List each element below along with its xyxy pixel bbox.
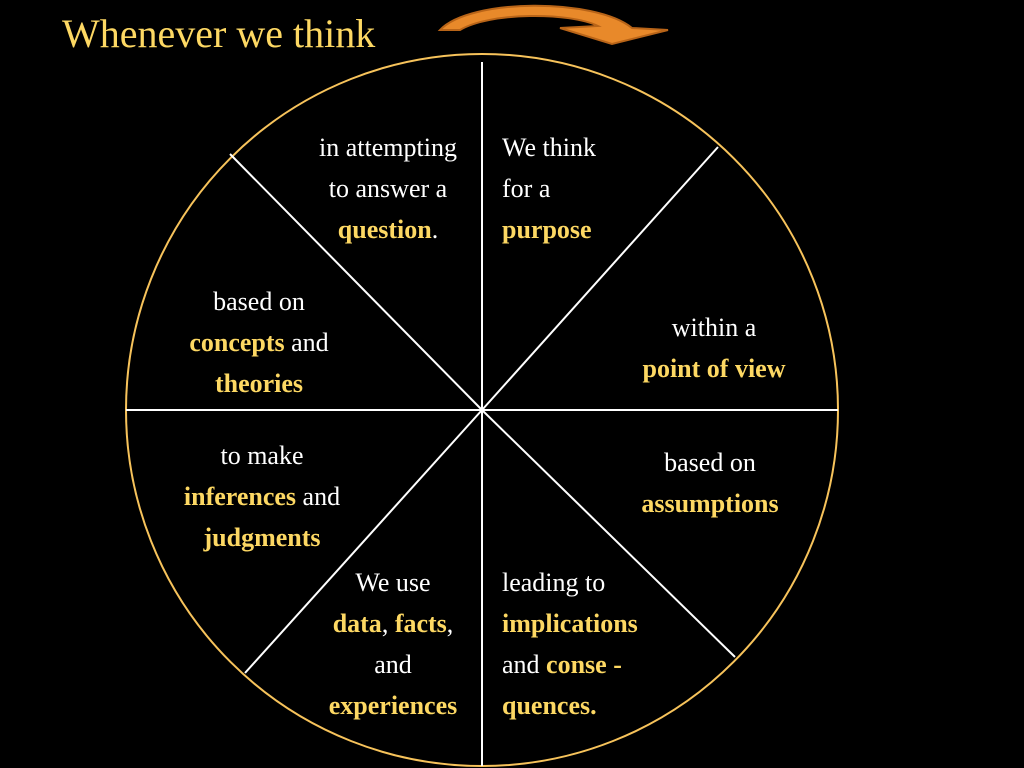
segment-assumptions: based on assumptions: [610, 442, 810, 524]
segment-purpose: We think for a purpose: [502, 127, 596, 250]
divider-diagonal-upper-left: [229, 153, 483, 411]
segment-concepts-line1: based on: [213, 287, 305, 316]
curved-arrow-icon: [437, 4, 669, 46]
segment-consequences-keyword-part1: conse -: [546, 650, 622, 679]
segment-implications-period: .: [590, 691, 597, 720]
segment-data-line1: We use: [355, 568, 431, 597]
segment-question-line1: in attempting: [319, 133, 457, 162]
segment-inferences-keyword: inferences: [183, 482, 297, 511]
segment-implications-keyword: implications: [502, 609, 638, 638]
segment-assumptions-keyword: assumptions: [641, 489, 779, 518]
segment-inferences-line1: to make: [220, 441, 304, 470]
segment-experiences-keyword: experiences: [328, 691, 458, 720]
segment-question-period: .: [431, 215, 439, 244]
segment-purpose-keyword: purpose: [502, 215, 592, 244]
segment-concepts: based on concepts and theories: [158, 281, 360, 404]
segment-purpose-line2: for a: [502, 174, 551, 203]
divider-diagonal-upper-right: [481, 146, 719, 411]
segment-point-of-view-keyword: point of view: [642, 354, 786, 383]
segment-theories-keyword: theories: [214, 369, 304, 398]
segment-assumptions-line1: based on: [664, 448, 756, 477]
segment-data-comma2: ,: [446, 609, 454, 638]
segment-judgments-keyword: judgments: [203, 523, 321, 552]
segment-question: in attempting to answer a question.: [296, 127, 480, 250]
segment-question-keyword: question: [337, 215, 432, 244]
segment-consequences-keyword-part2: quences: [502, 691, 591, 720]
segment-data-line3: and: [374, 650, 412, 679]
segment-concepts-keyword: concepts: [189, 328, 285, 357]
segment-concepts-and: and: [291, 328, 329, 357]
segment-implications-line1: leading to: [502, 568, 606, 597]
divider-diagonal-lower-left: [244, 409, 483, 674]
segment-data-comma1: ,: [381, 609, 389, 638]
segment-question-line2: to answer a: [328, 174, 448, 203]
segment-data: We use data, facts, and experiences: [300, 562, 486, 726]
divider-diagonal-lower-right: [481, 409, 736, 658]
segment-implications-and: and: [502, 650, 540, 679]
segment-data-keyword: data: [332, 609, 382, 638]
segment-implications: leading to implications and conse - quen…: [502, 562, 638, 726]
segment-inferences: to make inferences and judgments: [150, 435, 374, 558]
segment-point-of-view: within a point of view: [610, 307, 818, 389]
segment-facts-keyword: facts: [394, 609, 447, 638]
segment-purpose-line1: We think: [502, 133, 596, 162]
segment-inferences-and: and: [302, 482, 341, 511]
segment-point-of-view-line1: within a: [671, 313, 757, 342]
page-title: Whenever we think: [62, 11, 376, 56]
